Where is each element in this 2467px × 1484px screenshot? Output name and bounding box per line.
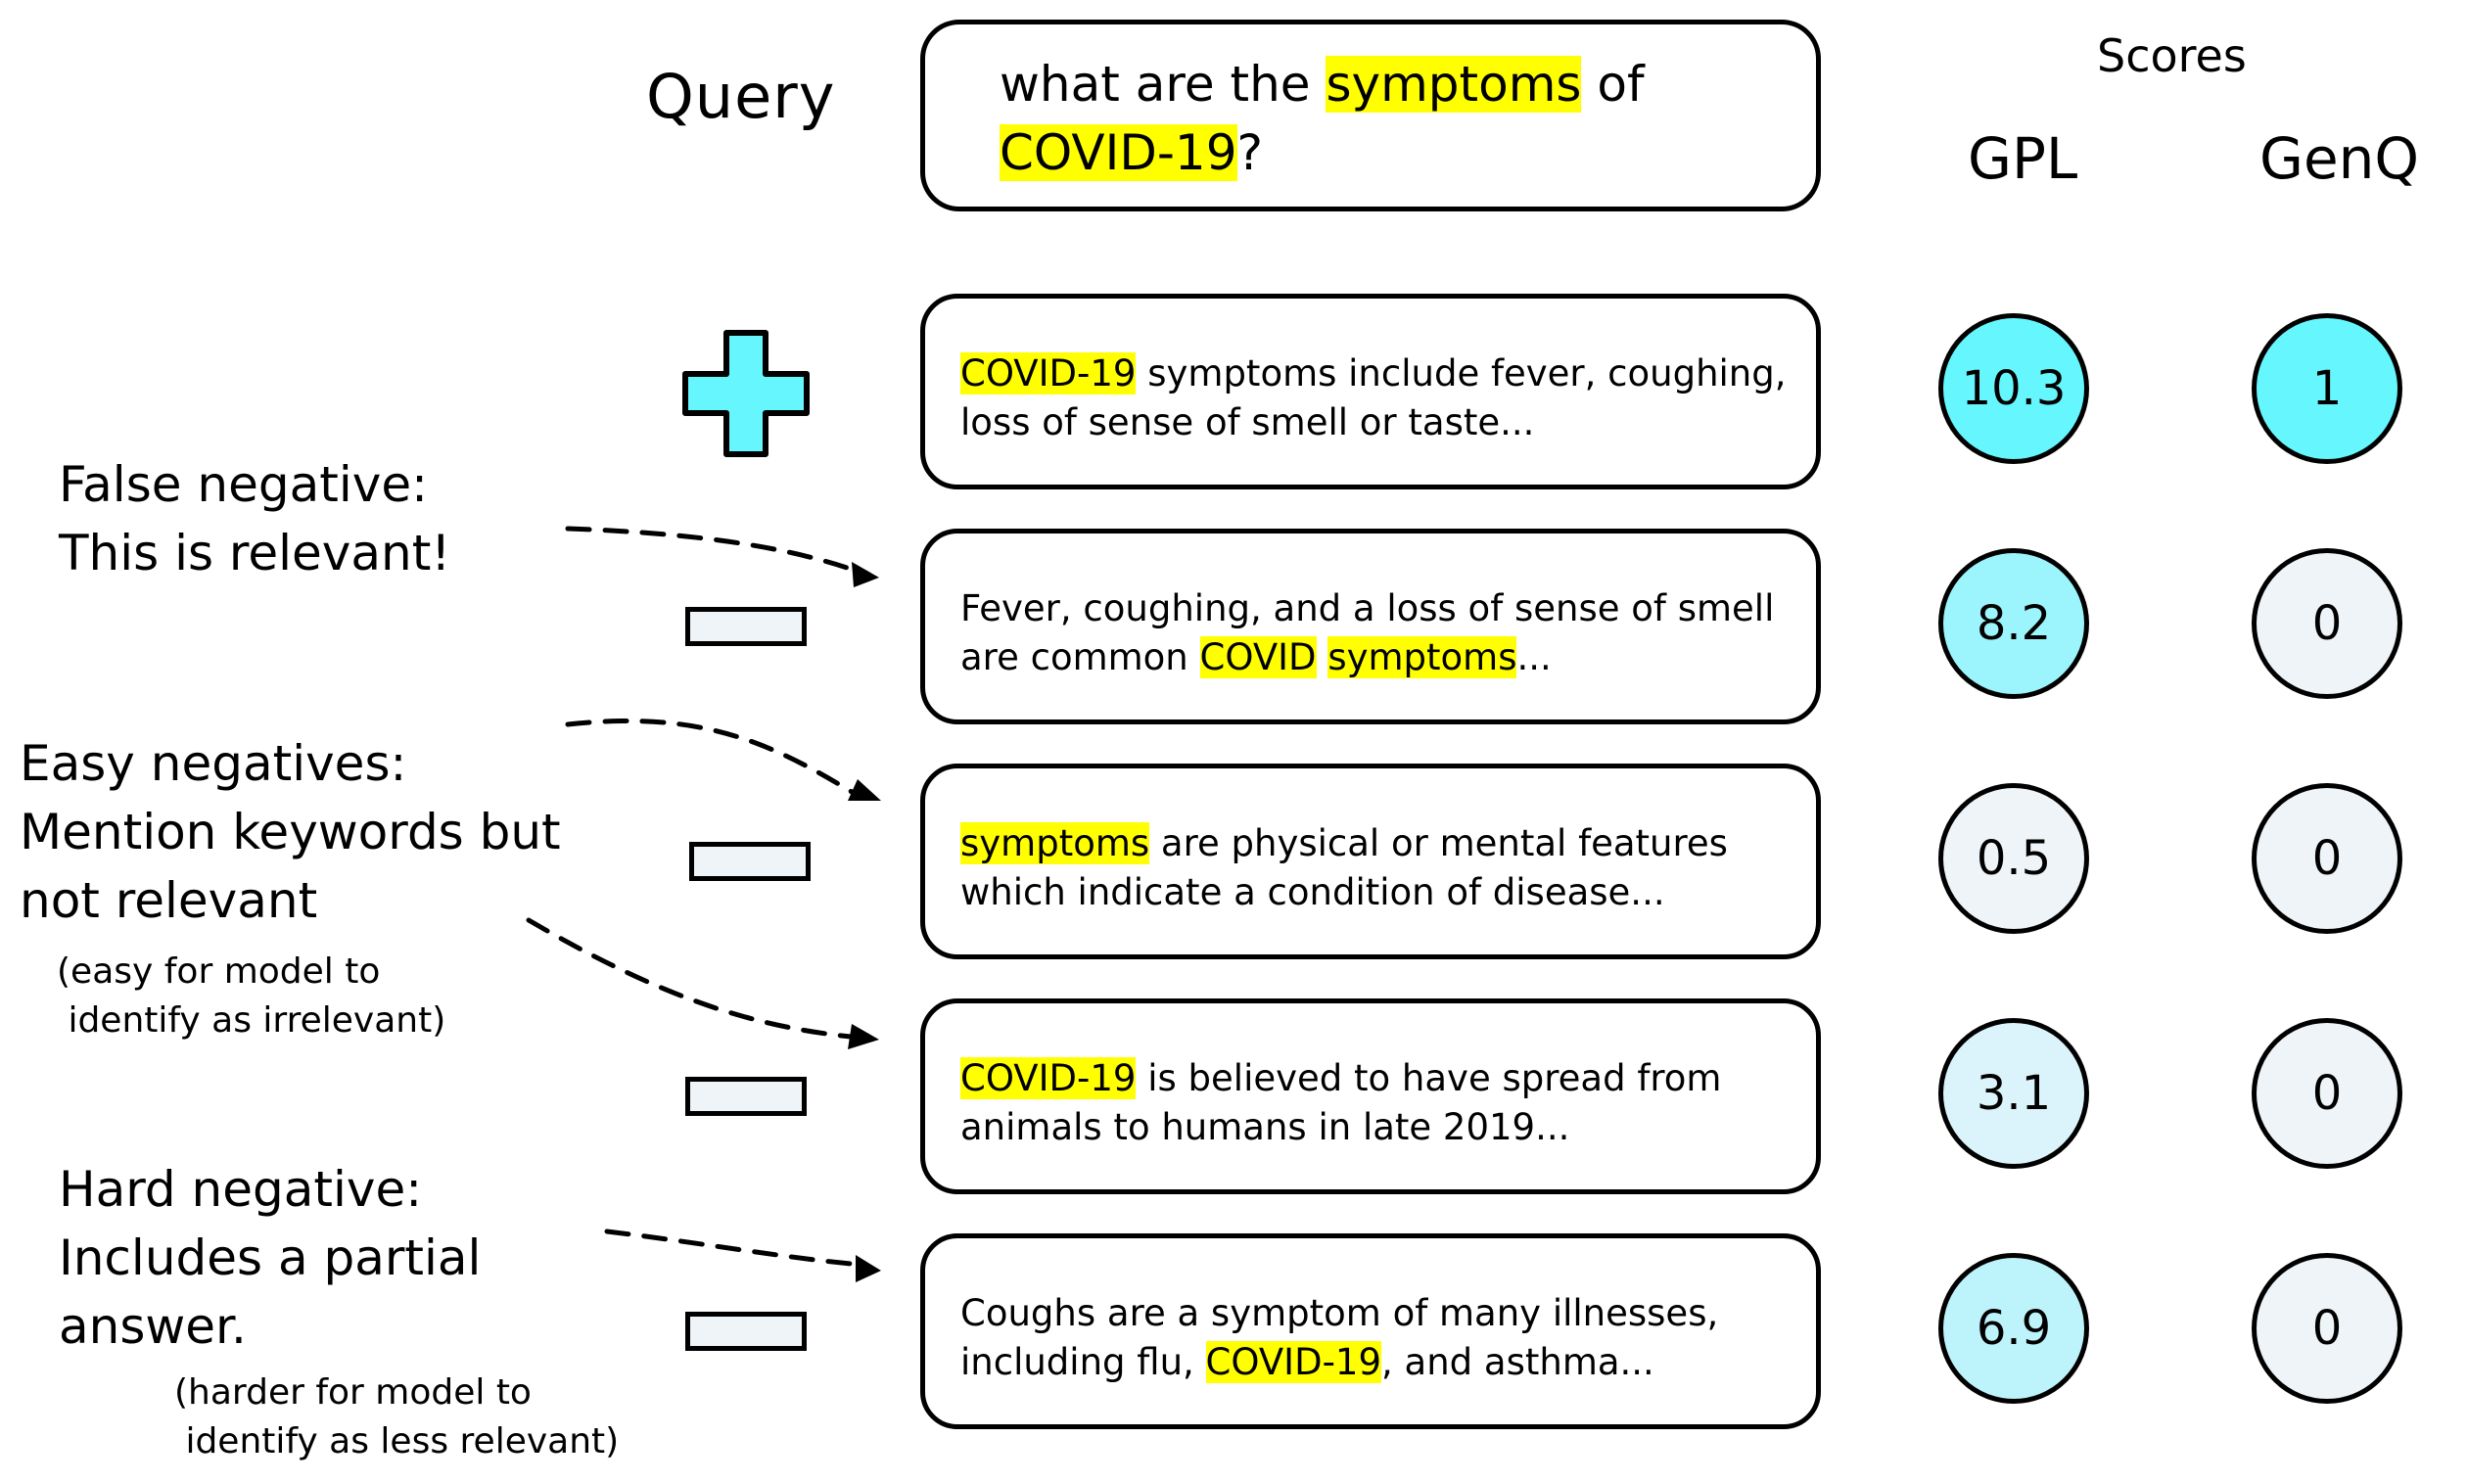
gpl-column-header: GPL [1968, 125, 2078, 192]
genq-score-badge: 0 [2252, 548, 2402, 699]
highlighted-keyword: symptoms [960, 822, 1150, 864]
document-card: symptoms are physical or mental features… [920, 764, 1821, 959]
arrow-easy-negative-2 [526, 917, 864, 1041]
document-card: COVID-19 is believed to have spread from… [920, 998, 1821, 1194]
document-text: COVID-19 symptoms include fever, coughin… [960, 349, 1787, 447]
gpl-score-badge: 0.5 [1938, 783, 2089, 934]
text-segment: ? [1236, 124, 1264, 181]
false-negative-annotation: False negative: This is relevant! [59, 456, 451, 581]
document-text: Coughs are a symptom of many illnesses, … [960, 1289, 1787, 1387]
arrowhead-4 [856, 1255, 881, 1282]
minus-icon [685, 607, 807, 646]
text-segment: of [1581, 56, 1645, 113]
highlighted-keyword: COVID-19 [1205, 1341, 1382, 1383]
highlighted-keyword: COVID-19 [960, 1057, 1137, 1099]
arrowhead-2 [848, 779, 881, 801]
scores-title: Scores [2097, 29, 2247, 82]
minus-icon [685, 1077, 807, 1116]
highlighted-keyword: symptoms [1327, 636, 1517, 678]
gpl-score-badge: 6.9 [1938, 1253, 2089, 1404]
genq-column-header: GenQ [2259, 125, 2420, 192]
document-card: Coughs are a symptom of many illnesses, … [920, 1233, 1821, 1429]
genq-score-badge: 1 [2252, 313, 2402, 464]
text-segment: symptoms include fever, coughing, loss o… [960, 352, 1787, 443]
minus-icon [685, 1312, 807, 1351]
document-card: COVID-19 symptoms include fever, coughin… [920, 294, 1821, 489]
arrow-hard-negative [604, 1229, 864, 1268]
text-segment: is believed to have spread from animals … [960, 1057, 1722, 1148]
text-segment: are physical or mental features which in… [960, 822, 1728, 913]
highlighted-keyword: COVID-19 [1000, 124, 1237, 181]
document-text: Fever, coughing, and a loss of sense of … [960, 584, 1787, 682]
text-segment: what are the [1000, 56, 1327, 113]
query-label: Query [646, 61, 836, 132]
document-text: symptoms are physical or mental features… [960, 819, 1787, 917]
highlighted-keyword: COVID [1199, 636, 1317, 678]
text-segment: , and asthma... [1381, 1341, 1654, 1383]
document-card: Fever, coughing, and a loss of sense of … [920, 529, 1821, 724]
text-segment: Fever, coughing, and a loss of sense of … [960, 587, 1775, 678]
gpl-score-badge: 10.3 [1938, 313, 2089, 464]
document-text: COVID-19 is believed to have spread from… [960, 1054, 1787, 1152]
hard-negative-note: (harder for model to identify as less re… [174, 1372, 620, 1461]
query-box: what are the symptoms of COVID-19? [920, 20, 1821, 211]
highlighted-keyword: COVID-19 [960, 352, 1137, 394]
gpl-score-badge: 3.1 [1938, 1018, 2089, 1169]
text-segment: ... [1516, 636, 1552, 678]
minus-icon [689, 842, 811, 881]
genq-score-badge: 0 [2252, 783, 2402, 934]
arrow-false-negative [565, 526, 864, 576]
arrowhead-1 [852, 562, 879, 587]
arrowhead-3 [848, 1024, 879, 1049]
arrow-easy-negative-1 [565, 719, 864, 801]
gpl-score-badge: 8.2 [1938, 548, 2089, 699]
text-segment: Coughs are a symptom of many illnesses, … [960, 1292, 1719, 1383]
genq-score-badge: 0 [2252, 1018, 2402, 1169]
query-text: what are the symptoms of COVID-19? [1000, 50, 1802, 187]
easy-negatives-annotation: Easy negatives: Mention keywords but not… [20, 735, 561, 929]
genq-score-badge: 0 [2252, 1253, 2402, 1404]
plus-icon [682, 330, 810, 457]
easy-negatives-note: (easy for model to identify as irrelevan… [57, 951, 446, 1041]
hard-negative-annotation: Hard negative: Includes a partial answer… [59, 1161, 482, 1355]
highlighted-keyword: symptoms [1326, 56, 1582, 113]
